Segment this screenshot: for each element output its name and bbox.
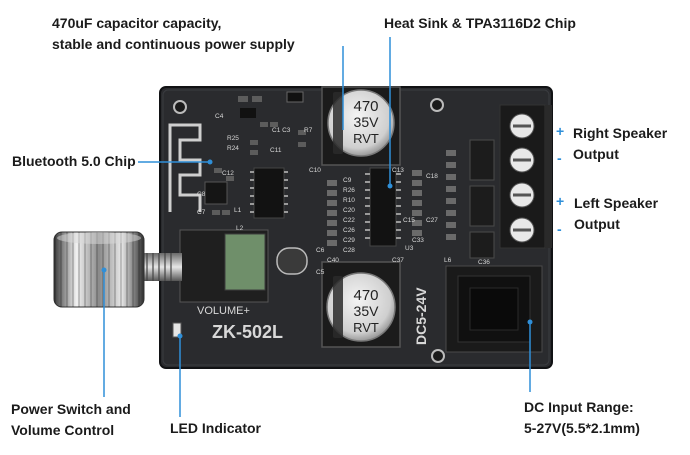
silk-l1: L1 bbox=[234, 207, 242, 214]
crystal bbox=[276, 247, 308, 275]
silk-l2: L2 bbox=[236, 225, 244, 232]
silk-r10: R10 bbox=[343, 197, 355, 204]
capacitor-top-value: 470 bbox=[353, 98, 378, 115]
silk-u3: U3 bbox=[405, 245, 414, 252]
silk-c12: C12 bbox=[222, 170, 234, 177]
silk-c20: C20 bbox=[343, 207, 355, 214]
mounting-hole bbox=[431, 349, 445, 363]
left-speaker-callout: Left Speaker Output bbox=[574, 193, 658, 235]
capacitor-bottom bbox=[326, 272, 396, 342]
silk-c6: C6 bbox=[316, 247, 325, 254]
silk-r24: R24 bbox=[227, 145, 239, 152]
silk-r25: R25 bbox=[227, 135, 239, 142]
bluetooth-chip bbox=[204, 181, 228, 205]
silk-l6: L6 bbox=[444, 257, 452, 264]
capacitor-bottom-value: 470 bbox=[353, 287, 378, 304]
bluetooth-callout-text: Bluetooth 5.0 Chip bbox=[12, 153, 136, 169]
silk-c36: C36 bbox=[478, 259, 490, 266]
power-switch-callout-line1: Power Switch and bbox=[11, 401, 131, 417]
dc-input-callout: DC Input Range: 5-27V(5.5*2.1mm) bbox=[524, 397, 640, 439]
silk-c28: C28 bbox=[343, 247, 355, 254]
left-speaker-callout-line2: Output bbox=[574, 216, 620, 232]
inductor bbox=[469, 185, 495, 227]
right-speaker-callout-line1: Right Speaker bbox=[573, 125, 668, 141]
silk-c33: C33 bbox=[412, 237, 424, 244]
silk-r7: R7 bbox=[304, 127, 313, 134]
heatsink-callout: Heat Sink & TPA3116D2 Chip bbox=[384, 13, 576, 34]
inductor bbox=[469, 139, 495, 181]
ic-chip bbox=[253, 167, 285, 219]
silk-r26: R26 bbox=[343, 187, 355, 194]
tpa3116d2-chip bbox=[369, 167, 397, 247]
silk-c7: C7 bbox=[197, 209, 206, 216]
capacitor-top bbox=[327, 89, 395, 157]
silk-c27: C27 bbox=[426, 217, 438, 224]
silk-c1c3: C1 C3 bbox=[272, 127, 291, 134]
power-switch-callout-line2: Volume Control bbox=[11, 422, 115, 438]
capacitor-top-series: RVT bbox=[353, 131, 379, 146]
right-speaker-callout: Right Speaker Output bbox=[573, 123, 667, 165]
silk-c9: C9 bbox=[343, 177, 352, 184]
bluetooth-callout: Bluetooth 5.0 Chip bbox=[12, 151, 136, 172]
potentiometer-window bbox=[224, 233, 266, 291]
silk-c4: C4 bbox=[215, 113, 224, 120]
led-callout-text: LED Indicator bbox=[170, 420, 262, 436]
model-label: ZK-502L bbox=[212, 322, 283, 342]
polarity-minus: - bbox=[557, 221, 562, 237]
silk-c29: C29 bbox=[343, 237, 355, 244]
silk-c26: C26 bbox=[343, 227, 355, 234]
inductor bbox=[469, 231, 495, 259]
silk-c22: C22 bbox=[343, 217, 355, 224]
silk-c5: C5 bbox=[316, 269, 325, 276]
polarity-minus: - bbox=[557, 150, 562, 166]
silk-c15: C15 bbox=[403, 217, 415, 224]
silk-c37: C37 bbox=[392, 257, 404, 264]
capacitor-callout: 470uF capacitor capacity, stable and con… bbox=[52, 13, 295, 55]
silk-c18: C18 bbox=[426, 173, 438, 180]
capacitor-bottom-voltage: 35V bbox=[354, 303, 380, 319]
polarity-plus: + bbox=[556, 193, 564, 209]
led-indicator bbox=[172, 322, 182, 338]
left-speaker-callout-line1: Left Speaker bbox=[574, 195, 659, 211]
silk-c11: C11 bbox=[270, 147, 282, 154]
capacitor-callout-line1: 470uF capacitor capacity, bbox=[52, 15, 222, 31]
silk-c8: C8 bbox=[197, 191, 206, 198]
led-callout: LED Indicator bbox=[170, 418, 261, 439]
volume-label: VOLUME+ bbox=[197, 305, 250, 317]
voltage-label: DC5-24V bbox=[413, 287, 429, 345]
silkscreen-labels: C4 R25 R24 C1 C3 R7 C11 C12 C8 C7 L1 L2 … bbox=[197, 113, 490, 276]
terminal-screws bbox=[509, 113, 535, 243]
bluetooth-antenna-trace bbox=[168, 123, 202, 212]
silk-c40: C40 bbox=[327, 257, 339, 264]
heatsink-callout-text: Heat Sink & TPA3116D2 Chip bbox=[384, 15, 576, 31]
capacitor-callout-line2: stable and continuous power supply bbox=[52, 36, 295, 52]
mounting-hole bbox=[173, 100, 187, 114]
power-switch-callout: Power Switch and Volume Control bbox=[11, 399, 131, 441]
capacitor-bottom-series: RVT bbox=[353, 320, 379, 335]
silk-c13: C13 bbox=[392, 167, 404, 174]
polarity-plus: + bbox=[556, 123, 564, 139]
mounting-hole bbox=[430, 98, 444, 112]
right-speaker-callout-line2: Output bbox=[573, 146, 619, 162]
capacitor-top-voltage: 35V bbox=[354, 114, 380, 130]
silk-c10: C10 bbox=[309, 167, 321, 174]
dc-input-callout-line2: 5-27V(5.5*2.1mm) bbox=[524, 420, 640, 436]
dc-input-callout-line1: DC Input Range: bbox=[524, 399, 634, 415]
